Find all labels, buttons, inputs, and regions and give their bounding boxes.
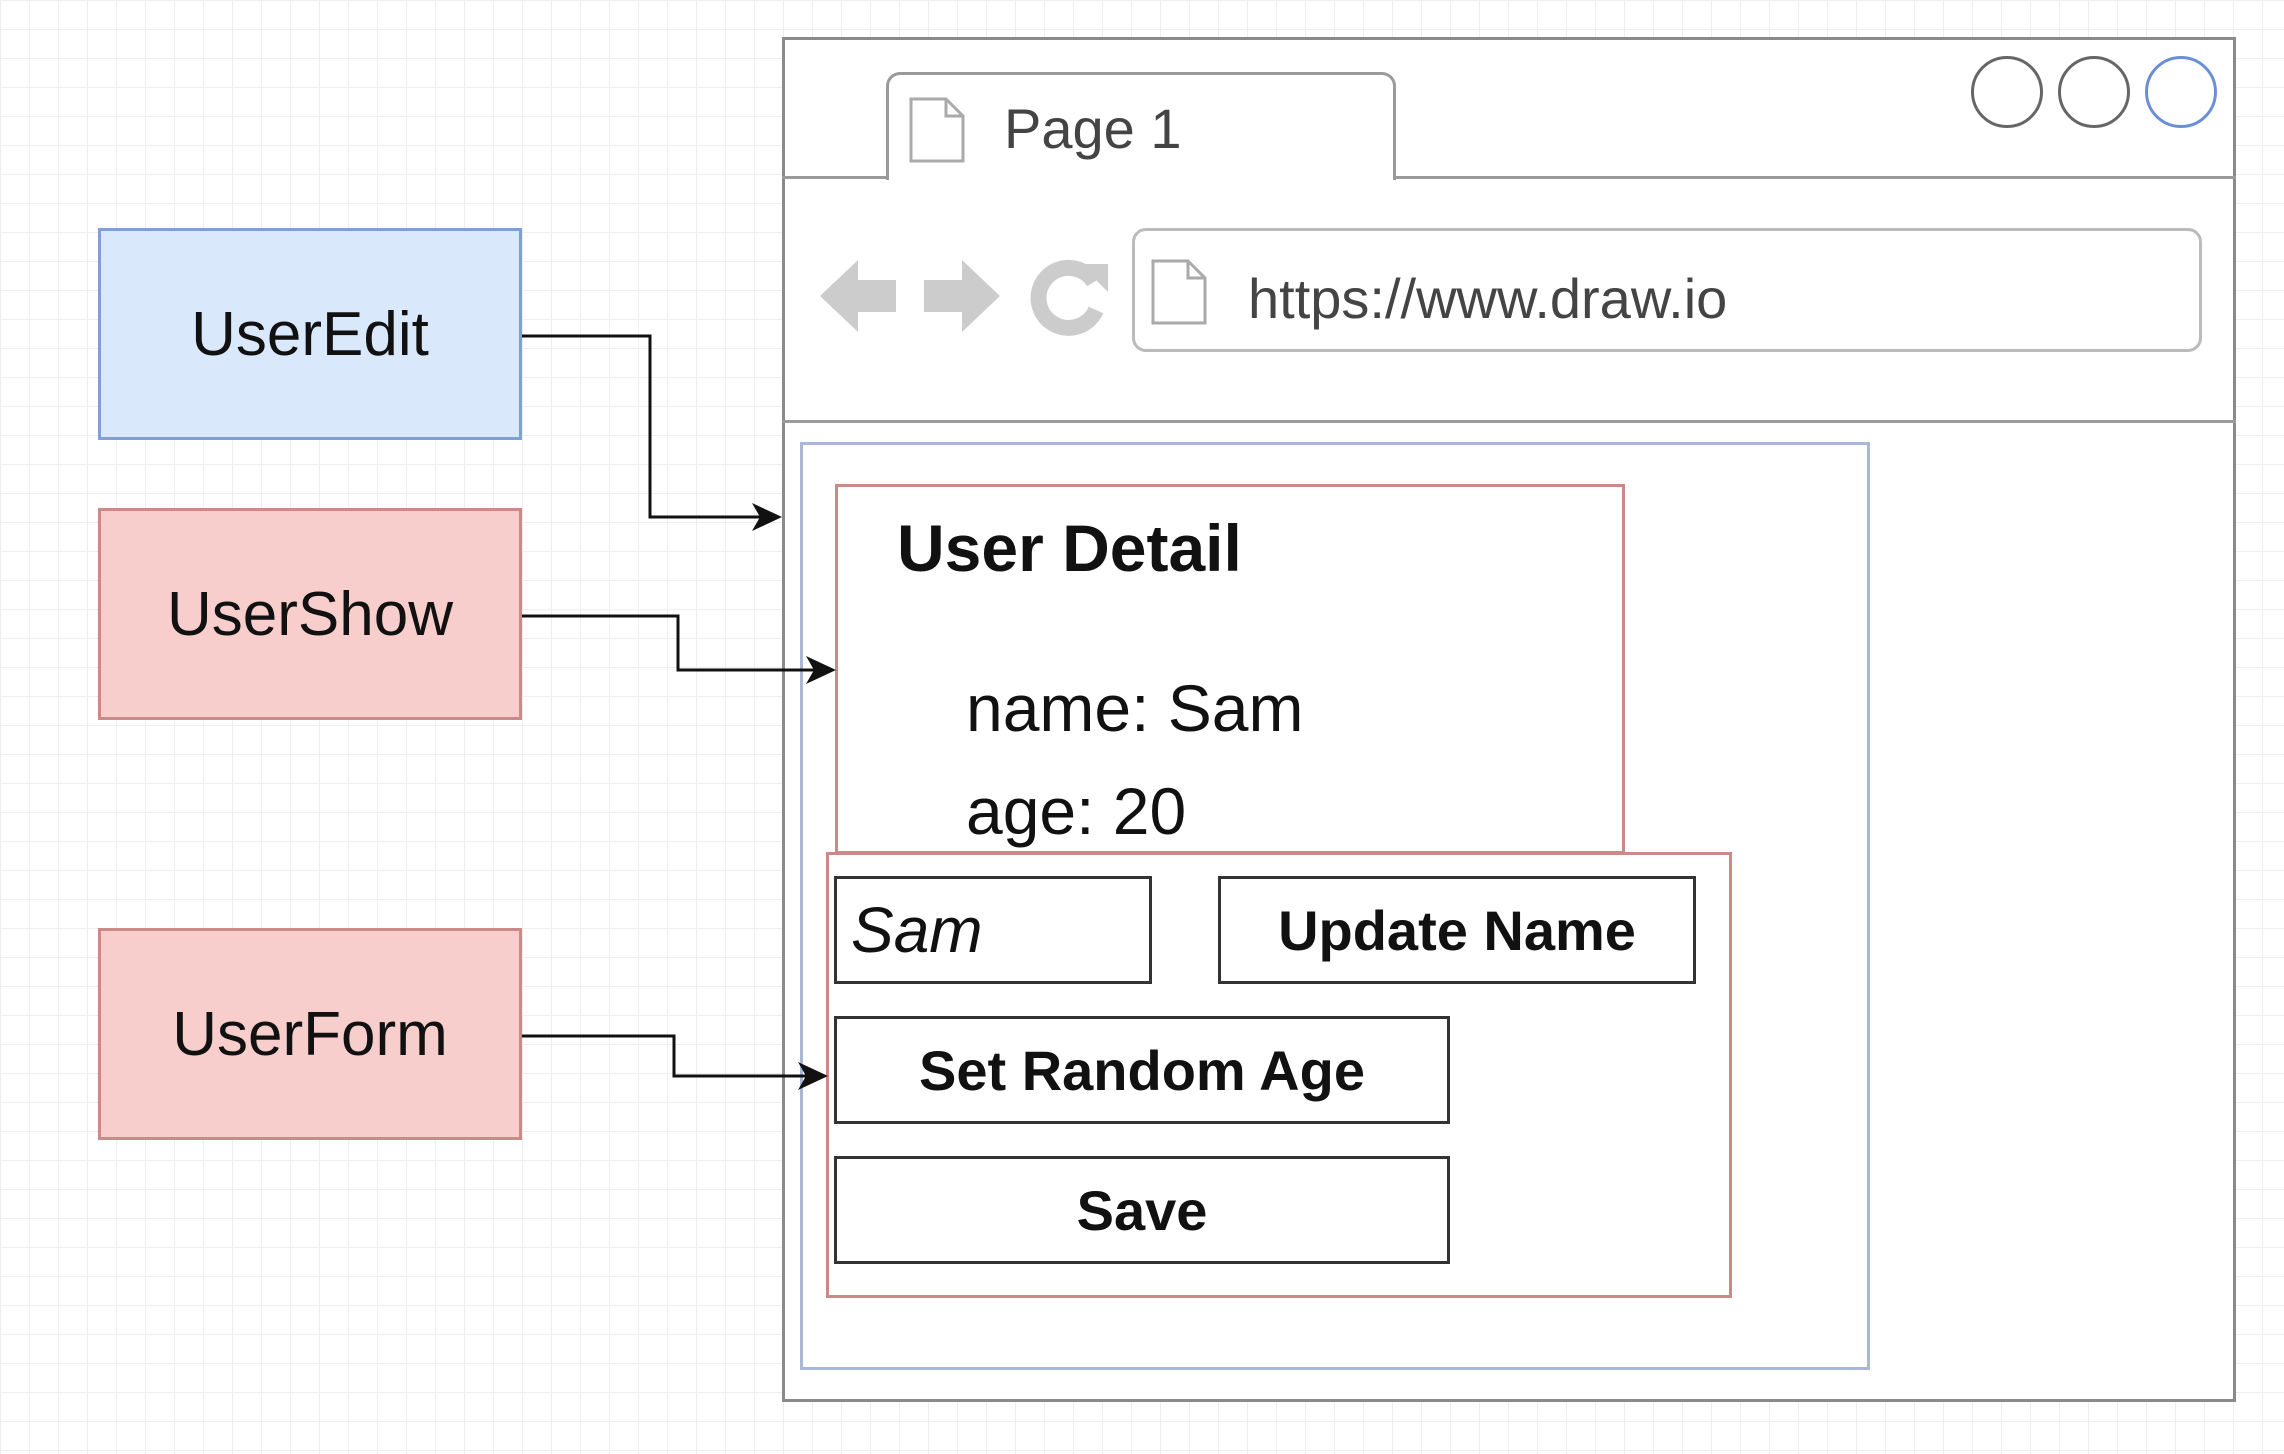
window-circle-icon[interactable] [1971,56,2043,128]
browser-tab[interactable] [886,72,1396,180]
save-button[interactable]: Save [834,1156,1450,1264]
user-age-text: age: 20 [966,774,1187,848]
tab-label: Page 1 [1004,97,1182,160]
toolbar-divider [782,420,2236,423]
tabstrip-divider [782,176,2236,179]
user-edit-frame [800,442,1870,1370]
address-bar[interactable] [1132,228,2202,352]
component-useredit-label: UserEdit [191,299,429,369]
forward-arrow-icon[interactable] [922,254,1002,338]
name-input[interactable]: Sam [834,876,1152,984]
reload-icon[interactable] [1030,258,1110,338]
user-name-text: name: Sam [966,671,1304,745]
window-circle-icon[interactable] [2058,56,2130,128]
component-userform: UserForm [98,928,522,1140]
arrow-useredit [522,334,762,519]
window-circle-icon[interactable] [2145,56,2217,128]
set-random-age-button[interactable]: Set Random Age [834,1016,1450,1124]
component-usershow-label: UserShow [167,579,453,649]
update-name-button[interactable]: Update Name [1218,876,1696,984]
address-url: https://www.draw.io [1248,267,1728,330]
component-userform-label: UserForm [172,999,448,1069]
arrow-usershow [522,614,816,672]
arrow-userform [522,1034,808,1078]
page-icon [909,97,965,163]
component-useredit: UserEdit [98,228,522,440]
user-detail-title: User Detail [897,511,1242,585]
back-arrow-icon[interactable] [818,254,898,338]
page-icon [1151,259,1207,325]
component-usershow: UserShow [98,508,522,720]
